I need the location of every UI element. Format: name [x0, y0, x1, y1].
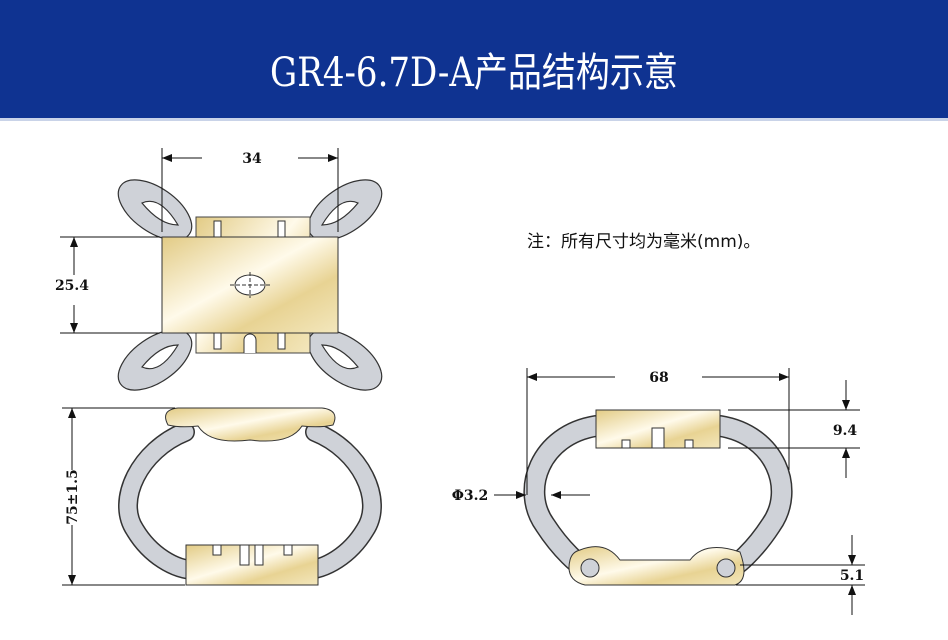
wire-loops: [117, 179, 383, 391]
page-title: GR4-6.7D-A产品结构示意: [270, 50, 678, 96]
upper-plate: [165, 407, 336, 442]
dim-25-4: 25.4: [55, 278, 89, 294]
dim-68: 68: [649, 370, 668, 386]
dim-phi-3-2: Φ3.2: [452, 488, 489, 504]
dim-9-4: 9.4: [833, 423, 858, 439]
dim-34: 34: [242, 151, 262, 167]
front-view: 68 9.4 5.1 Φ3.2: [452, 368, 865, 615]
lower-plate: [185, 544, 319, 586]
header-banner: GR4-6.7D-A产品结构示意: [0, 0, 948, 121]
units-note: 注：所有尺寸均为毫米(mm)。: [527, 232, 761, 252]
top-view: 34 25.4: [55, 148, 383, 391]
base-plate: [568, 546, 745, 586]
side-view: 75±1.5: [62, 407, 382, 586]
dim-5-1: 5.1: [840, 568, 864, 584]
dim-75: 75±1.5: [65, 469, 81, 525]
